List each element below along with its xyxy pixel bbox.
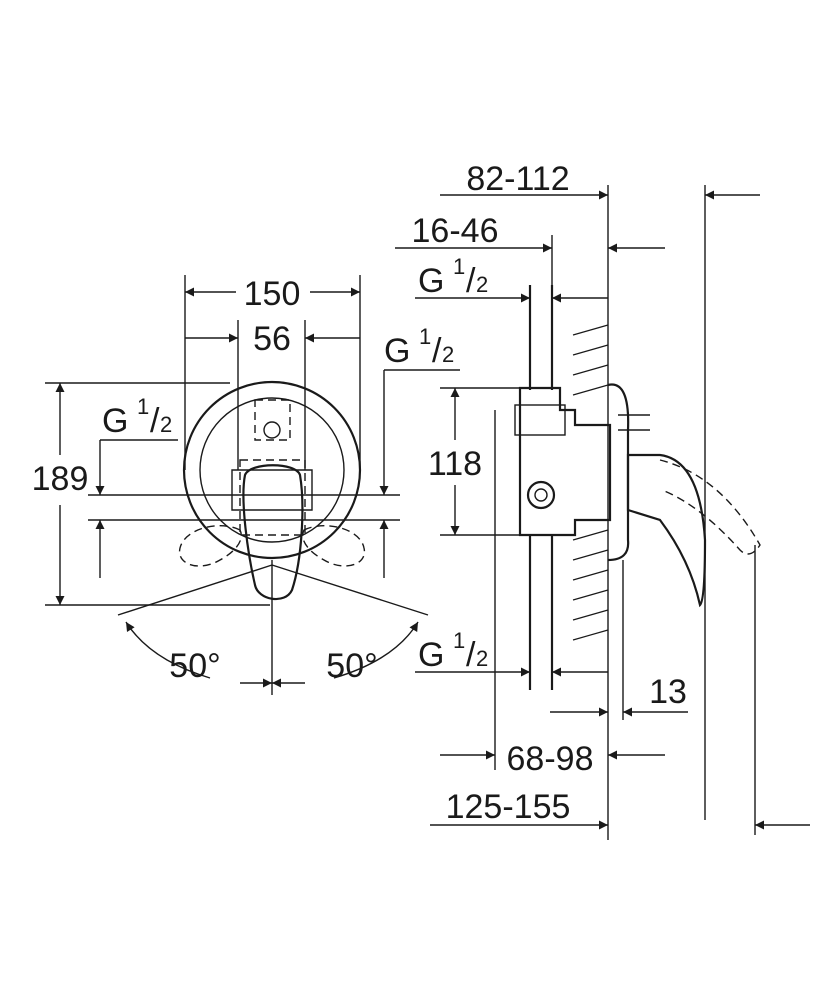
svg-text:G: G [418, 262, 444, 300]
svg-text:G: G [384, 332, 410, 370]
cartridge-outline [239, 399, 306, 536]
svg-text:1: 1 [453, 628, 465, 653]
side-view: 82-112 16-46 G 1 / 2 118 G 1 / 2 [395, 160, 810, 840]
svg-text:/: / [466, 262, 476, 300]
handle-base [231, 469, 313, 511]
dim-depth-inner: 16-46 [412, 212, 499, 250]
dim-height-outlets: 118 [428, 445, 482, 483]
angle-right-label: 50° [326, 647, 377, 685]
svg-text:2: 2 [442, 342, 454, 367]
front-view: 150 56 189 G 1 / 2 G 1 / [32, 275, 460, 695]
svg-text:2: 2 [160, 412, 172, 437]
svg-text:/: / [466, 636, 476, 674]
outlet-fitting-inner [534, 488, 548, 502]
wall-section [572, 324, 609, 645]
handle-ghost-right [302, 525, 366, 567]
top-fitting [514, 404, 566, 436]
dim-height-overall: 189 [32, 460, 89, 498]
lever-side [626, 453, 707, 608]
svg-text:/: / [432, 332, 442, 370]
svg-text:1: 1 [419, 324, 431, 349]
svg-text:G: G [102, 402, 128, 440]
outlet-fitting [526, 480, 556, 510]
thread-bottom-label: G 1 / 2 [418, 628, 488, 674]
dim-total-depth: 125-155 [446, 788, 571, 826]
svg-text:/: / [150, 402, 160, 440]
svg-text:G: G [418, 636, 444, 674]
svg-text:2: 2 [476, 272, 488, 297]
dim-install-depth: 68-98 [507, 740, 594, 778]
thread-top-label: G 1 / 2 [418, 254, 488, 300]
dim-width-handle: 56 [253, 320, 291, 358]
svg-text:1: 1 [137, 394, 149, 419]
lever-handle [242, 464, 304, 601]
thread-left-label: G 1 / 2 [102, 394, 172, 440]
thread-right-label: G 1 / 2 [384, 324, 454, 370]
handle-ghost-left [178, 525, 242, 567]
dim-plate-thickness: 13 [649, 673, 687, 711]
valve-body [518, 386, 612, 537]
cover-plate-inner [199, 397, 345, 543]
cartridge-screw [263, 421, 281, 439]
dim-width-overall: 150 [244, 275, 301, 313]
lever-ghost [659, 459, 761, 555]
svg-text:2: 2 [476, 646, 488, 671]
svg-text:1: 1 [453, 254, 465, 279]
dim-depth-total: 82-112 [466, 160, 569, 198]
angle-left-label: 50° [169, 647, 220, 685]
